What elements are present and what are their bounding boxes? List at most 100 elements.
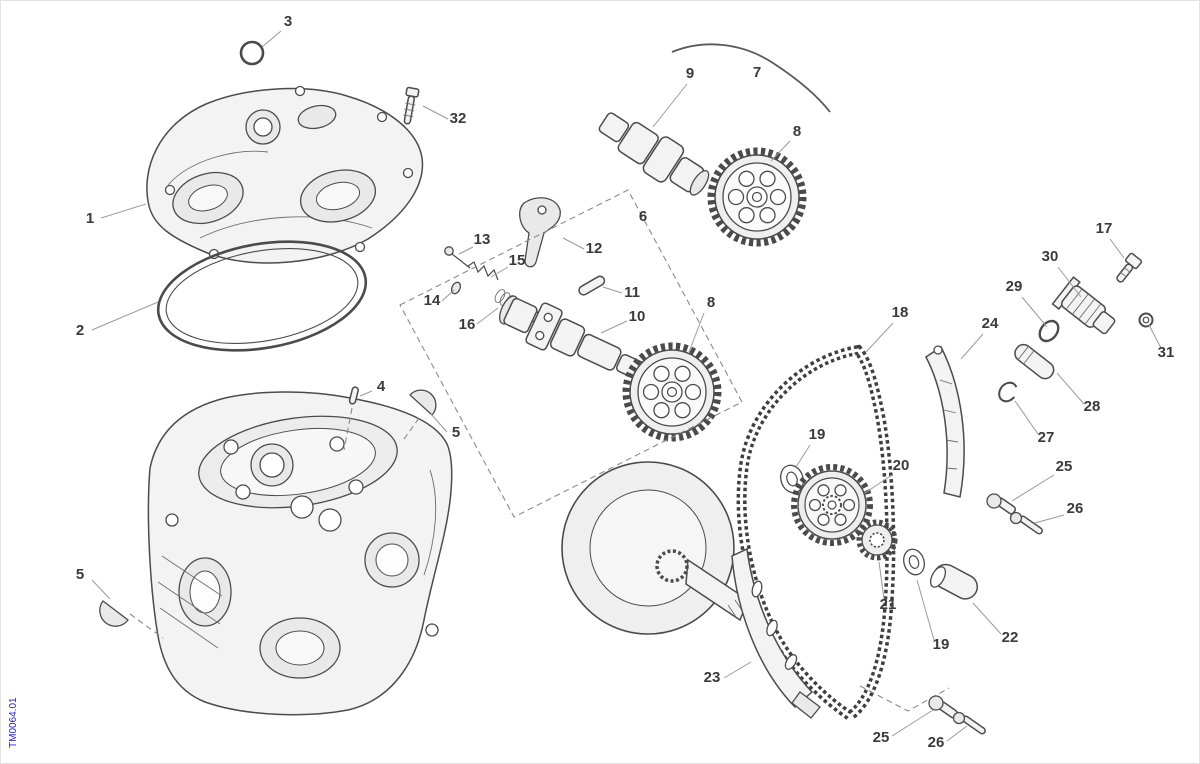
callout-label: 31	[1158, 344, 1175, 361]
leader-line	[91, 579, 111, 600]
leader-line	[864, 474, 893, 494]
leader-line	[91, 301, 159, 331]
callout-label: 17	[1096, 220, 1113, 237]
callout-label: 1	[86, 210, 94, 227]
callouts-layer: 1 2 3 4 5 5 6 7 8	[76, 13, 1175, 751]
part-chain-tensioner-blade	[925, 345, 965, 498]
leader-line	[688, 312, 705, 353]
part-spacer-bushing	[929, 563, 979, 600]
callout-label: 10	[629, 308, 646, 325]
part-washer-small	[1138, 312, 1154, 328]
callout-4: 4	[359, 378, 386, 397]
callout-label: 20	[893, 457, 910, 474]
part-dowel-pin	[343, 386, 359, 451]
callout-8-middle: 8	[688, 294, 715, 353]
leader-line	[458, 246, 474, 255]
leader-line	[946, 725, 968, 742]
callout-2: 2	[76, 301, 159, 339]
part-tensioner-plunger	[1014, 343, 1055, 380]
drawing-code: TM0064.01	[8, 697, 19, 748]
callout-label: 32	[450, 110, 467, 127]
part-timing-chain	[736, 344, 896, 723]
callout-label: 19	[933, 636, 950, 653]
part-tensioner-assembly	[998, 252, 1154, 403]
part-camshaft-sprocket-top	[711, 151, 803, 243]
callout-24: 24	[960, 315, 999, 360]
part-decompressor-lever	[519, 197, 561, 268]
part-o-ring-seal	[1038, 319, 1060, 343]
leader-line	[359, 390, 373, 397]
callout-14: 14	[424, 289, 455, 309]
callout-label: 8	[793, 123, 801, 140]
leader-line	[878, 561, 885, 600]
callout-25-right: 25	[1011, 458, 1072, 502]
callout-label: 26	[1067, 500, 1084, 517]
callout-label: 30	[1042, 248, 1059, 265]
part-bolt-right	[986, 493, 1017, 515]
callout-label: 7	[753, 64, 761, 81]
callout-label: 15	[509, 252, 526, 269]
callout-5-left: 5	[76, 566, 111, 600]
callout-31: 31	[1148, 324, 1175, 361]
callout-label: 27	[1038, 429, 1055, 446]
callout-label: 9	[686, 65, 694, 82]
callout-label: 2	[76, 322, 84, 339]
leader-line	[1021, 296, 1048, 328]
callout-17: 17	[1096, 220, 1125, 259]
part-half-moon-seal-top	[401, 389, 437, 443]
callout-label: 12	[586, 240, 603, 257]
part-tensioner-cap-screw	[1116, 252, 1143, 283]
callout-label: 26	[928, 734, 945, 751]
leader-line	[865, 322, 894, 353]
callout-label: 25	[873, 729, 890, 746]
part-pin	[578, 275, 606, 296]
callout-8-top: 8	[770, 123, 801, 162]
callout-11: 11	[602, 284, 640, 301]
callout-label: 4	[377, 378, 386, 395]
callout-label: 23	[704, 669, 721, 686]
callout-label: 16	[459, 316, 476, 333]
callout-20: 20	[864, 457, 910, 494]
part-screw-bottom	[952, 711, 986, 735]
leader-line	[430, 413, 448, 433]
callout-29: 29	[1006, 278, 1048, 328]
part-camshaft-upper	[598, 112, 710, 196]
leader-line	[1057, 266, 1082, 298]
callout-label: 14	[424, 292, 441, 309]
callout-label: 29	[1006, 278, 1023, 295]
leader-line	[476, 307, 499, 325]
leader-line	[1109, 238, 1125, 259]
leader-line	[770, 140, 791, 162]
callout-21: 21	[878, 561, 896, 613]
callout-26-bottom: 26	[928, 725, 968, 751]
leader-line	[723, 661, 752, 679]
callout-18: 18	[865, 304, 908, 353]
callout-5-top: 5	[430, 413, 460, 441]
callout-9: 9	[652, 65, 694, 128]
part-half-moon-seal-left	[99, 600, 164, 639]
leader-line	[261, 30, 282, 48]
callout-label: 5	[452, 424, 460, 441]
leader-line	[972, 602, 1002, 635]
part-o-ring	[239, 40, 265, 66]
callout-label: 28	[1084, 398, 1101, 415]
part-cylinder-head	[147, 391, 453, 716]
callout-label: 3	[284, 13, 292, 30]
callout-19-lower: 19	[916, 579, 950, 653]
callout-28: 28	[1056, 372, 1101, 415]
leader-line	[652, 83, 688, 128]
callout-26-right: 26	[1034, 500, 1084, 524]
leader-line	[960, 333, 984, 360]
group-outline-6	[399, 189, 743, 518]
callout-label: 24	[982, 315, 999, 332]
part-camshaft-lower	[499, 295, 650, 382]
callout-22: 22	[972, 602, 1018, 646]
callout-30: 30	[1042, 248, 1082, 298]
callout-1: 1	[86, 203, 147, 227]
callout-23: 23	[704, 661, 752, 686]
part-chain-guide	[731, 547, 821, 719]
part-crankshaft-pinion	[856, 519, 898, 561]
leader-line	[602, 286, 623, 294]
